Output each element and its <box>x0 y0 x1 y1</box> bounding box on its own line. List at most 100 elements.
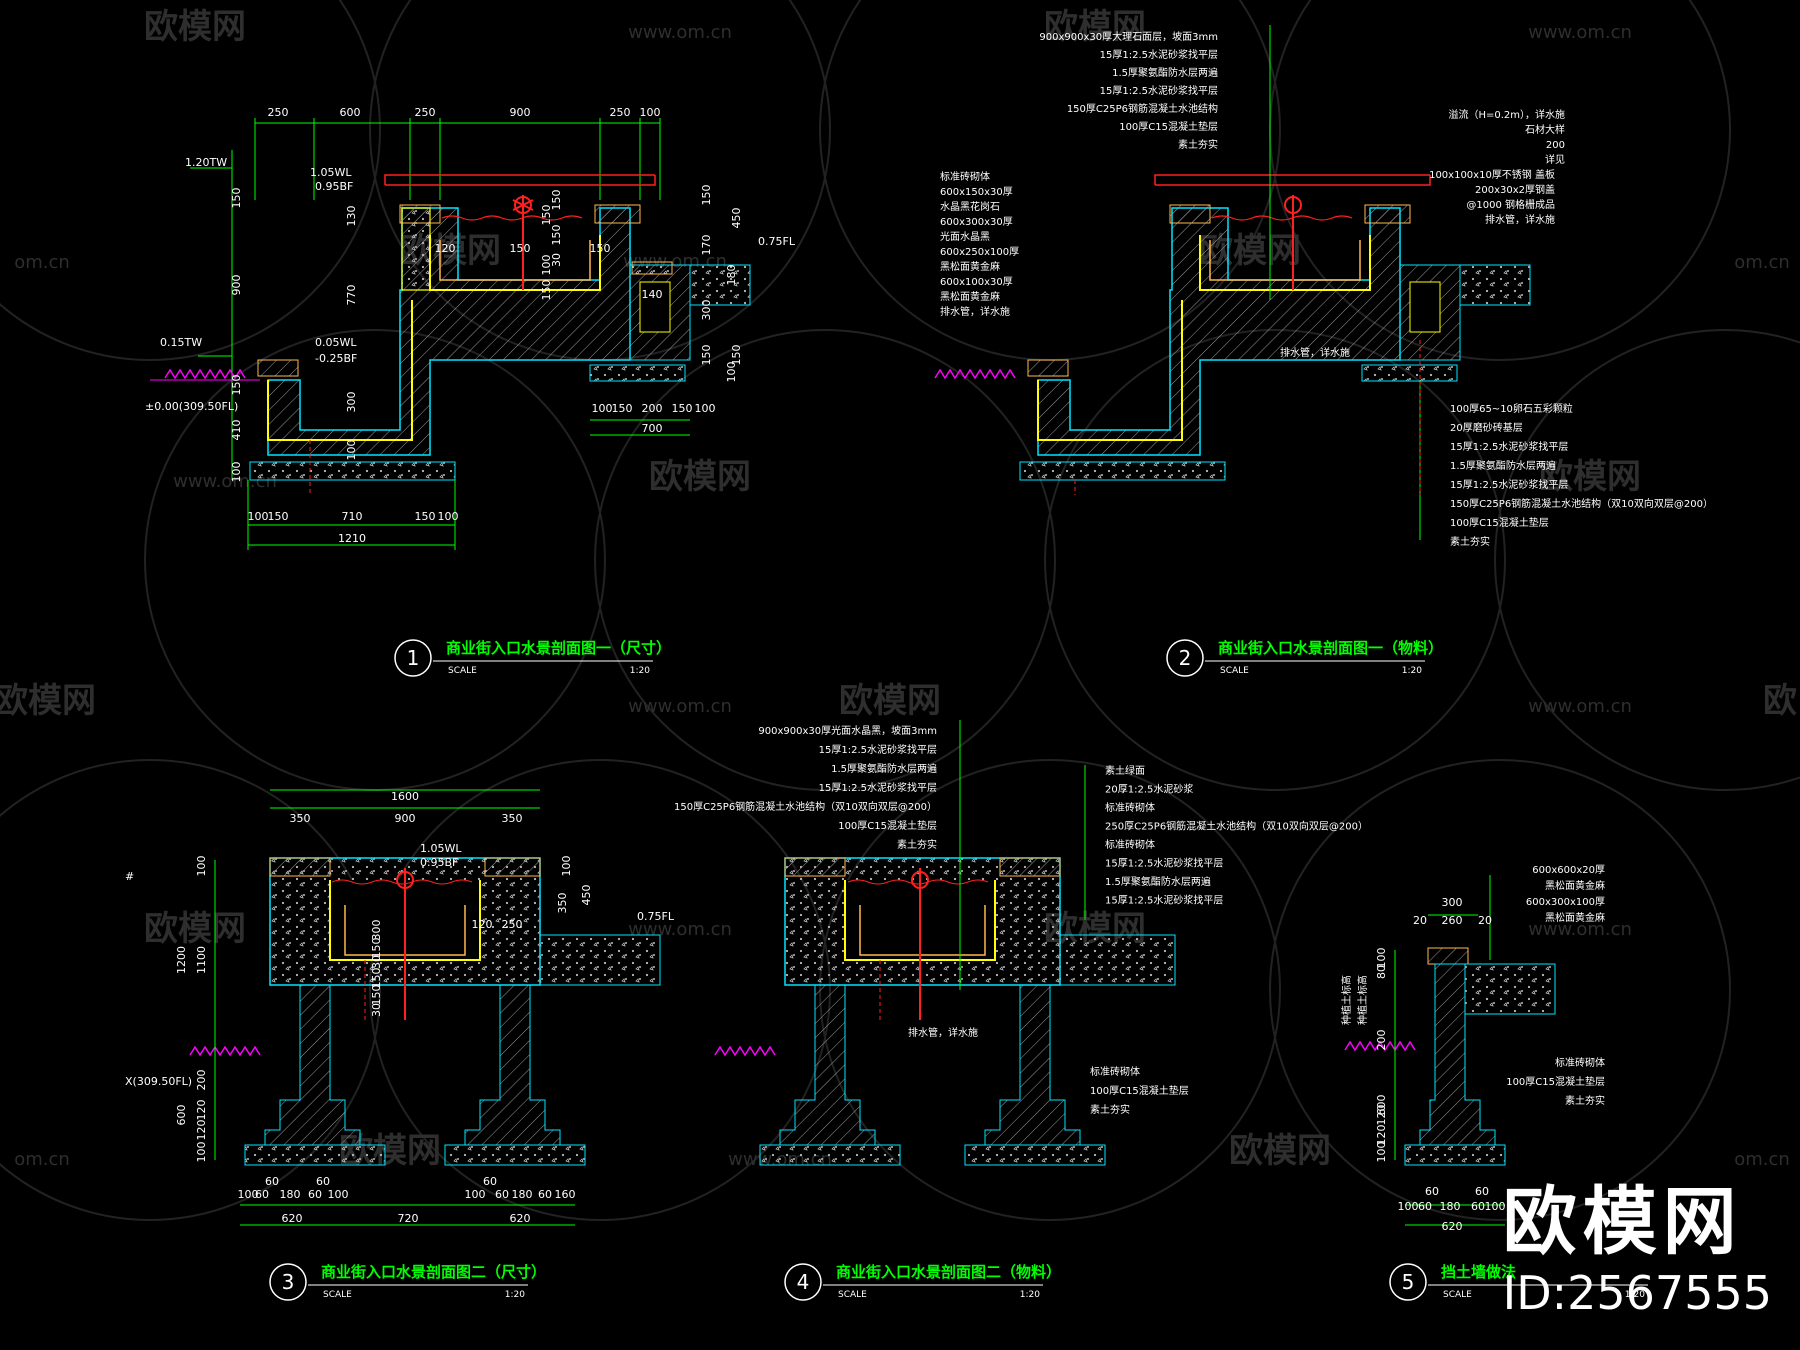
note-text: 200x30x2厚钢盖 <box>1475 183 1555 196</box>
dim-label: 30 <box>550 253 563 267</box>
dim-label: 300 <box>1442 896 1463 909</box>
dim-label: 150 <box>510 242 531 255</box>
note-text: 标准砖砌体 <box>1555 1056 1605 1069</box>
section-4-drawing <box>714 720 1176 1166</box>
dim-label: 180 <box>512 1188 533 1201</box>
note-text: 1.5厚聚氨酯防水层两遍 <box>1105 875 1211 888</box>
dim-label: 100 <box>592 402 613 415</box>
section-5-drawing <box>1344 875 1556 1226</box>
watermark-brand: 欧模网 <box>649 457 751 497</box>
section-number: 2 <box>1179 646 1192 670</box>
dim-label: 180 <box>280 1188 301 1201</box>
watermark-brand: 欧模网 <box>1539 457 1641 497</box>
dim-label: 150 <box>230 375 243 396</box>
section-title: 商业街入口水景剖面图二（尺寸） <box>321 1263 546 1281</box>
watermark-arc <box>1269 759 1731 1221</box>
note-text: 15厚1:2.5水泥砂浆找平层 <box>1100 84 1218 97</box>
dim-label: 100 <box>328 1188 349 1201</box>
note-text: 150厚C25P6钢筋混凝土水池结构（双10双向双层@200） <box>1450 497 1713 510</box>
dim-label: 100 <box>1375 1142 1388 1163</box>
watermark-brand: 欧模网 <box>0 681 96 721</box>
section-3-drawing <box>189 789 661 1226</box>
dim-label: 120 <box>1375 1105 1388 1126</box>
note-text: 黑松面黄金麻 <box>1545 879 1605 892</box>
dim-label: 60 <box>1418 1200 1432 1213</box>
dim-label: # <box>125 870 134 883</box>
dim-label: 450 <box>730 208 743 229</box>
section-number: 3 <box>282 1270 295 1294</box>
dim-label: 180 <box>725 265 738 286</box>
section-title: 商业街入口水景剖面图二（物料） <box>836 1263 1061 1281</box>
note-text: 素土夯实 <box>1565 1094 1605 1107</box>
dim-label: 300 <box>700 300 713 321</box>
note-text: 100厚C15混凝土垫层 <box>1119 120 1218 133</box>
dim-label: 60 <box>308 1188 322 1201</box>
note-text: 素土夯实 <box>1450 535 1490 548</box>
note-text: 600x250x100厚 <box>940 246 1019 258</box>
level-label: 0.95BF <box>420 856 458 869</box>
note-text: 光面水晶黑 <box>940 230 990 243</box>
dim-label: 100 <box>1485 1200 1506 1213</box>
section-1-drawing <box>150 118 751 550</box>
dim-label: 100 <box>438 510 459 523</box>
dim-label: 600 <box>175 1105 188 1126</box>
scale-label: SCALE <box>1220 666 1249 676</box>
note-text: 素土夯实 <box>1090 1103 1130 1116</box>
dim-total: 720 <box>398 1212 419 1225</box>
watermark-arc <box>1044 329 1506 791</box>
level-label: 1.05WL <box>420 842 462 855</box>
note-text: 排水管，详水施 <box>908 1026 978 1039</box>
material-notes: 900x900x30厚大理石面层，坡面3mm15厚1:2.5水泥砂浆找平层1.5… <box>674 30 1713 1116</box>
dim-label: 250 <box>502 918 523 931</box>
note-text: 15厚1:2.5水泥砂浆找平层 <box>1450 478 1568 491</box>
level-label: 0.75FL <box>637 910 675 923</box>
level-label: X(309.50FL) <box>125 1075 192 1088</box>
level-label: 0.95BF <box>315 180 353 193</box>
scale-value: 1:20 <box>505 1290 525 1300</box>
level-label: 1.05WL <box>310 166 352 179</box>
dim-label: 150 <box>590 242 611 255</box>
dim-label: 300 <box>345 392 358 413</box>
dim-label: 900 <box>510 106 531 119</box>
note-text: 15厚1:2.5水泥砂浆找平层 <box>1450 440 1568 453</box>
section-title: 商业街入口水景剖面图一（尺寸） <box>446 639 671 657</box>
dim-total: 620 <box>510 1212 531 1225</box>
brand-id: ID:2567555 <box>1502 1266 1772 1320</box>
dim-label: 60 <box>316 1175 330 1188</box>
scale-label: SCALE <box>448 666 477 676</box>
dim-label: 200 <box>642 402 663 415</box>
dim-label: 60 <box>1475 1185 1489 1198</box>
note-text: 排水管，详水施 <box>1485 213 1555 226</box>
dim-label: 600 <box>340 106 361 119</box>
dim-label: 900 <box>230 275 243 296</box>
dim-label: 260 <box>1442 914 1463 927</box>
note-text: 种植土标高 <box>1356 975 1369 1025</box>
note-text: 15厚1:2.5水泥砂浆找平层 <box>1105 857 1223 870</box>
note-text: 100x100x10厚不锈钢 盖板 <box>1429 168 1555 181</box>
section-2-drawing <box>934 25 1531 540</box>
dim-label: 100 <box>725 362 738 383</box>
note-text: 素土夯实 <box>897 838 937 851</box>
scale-value: 1:20 <box>1402 666 1422 676</box>
level-label: 0.05WL <box>315 336 357 349</box>
dim-label: 150 <box>612 402 633 415</box>
section-number-circle <box>269 1263 307 1301</box>
dim-label: 100 <box>230 462 243 483</box>
note-text: 600x600x20厚 <box>1532 864 1605 876</box>
note-text: 种植土标高 <box>1340 975 1353 1025</box>
note-text: 黑松面黄金麻 <box>1545 911 1605 924</box>
watermark-site: om.cn <box>1734 1149 1790 1170</box>
dim-label: 150 <box>540 280 553 301</box>
dim-label: 60 <box>495 1188 509 1201</box>
dim-label: 350 <box>290 812 311 825</box>
brand-block: 欧模网 ID:2567555 <box>1503 1182 1772 1320</box>
dim-label: 150 <box>700 185 713 206</box>
watermark-site: om.cn <box>1734 252 1790 273</box>
dim-label: 100 <box>1398 1200 1419 1213</box>
dim-label: 140 <box>642 288 663 301</box>
note-text: 素土绿面 <box>1105 764 1145 777</box>
watermark-site: www.om.cn <box>1528 919 1632 940</box>
